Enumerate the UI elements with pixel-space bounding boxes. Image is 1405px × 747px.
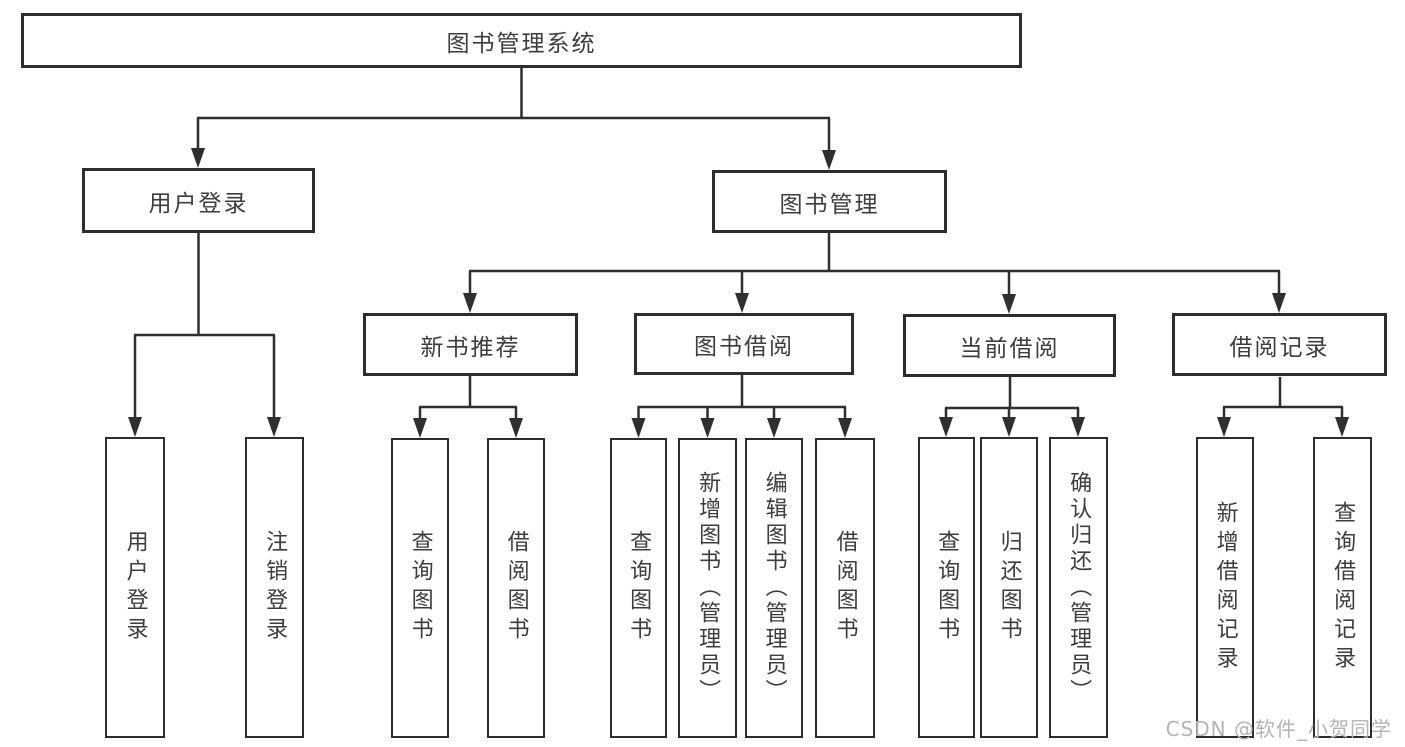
leaf-query-books-1-label: 查询图书 <box>407 530 433 646</box>
leaf-borrow-books-1: 借阅图书 <box>487 438 545 738</box>
leaf-query-borrow-record-label: 查询借阅记录 <box>1330 500 1356 675</box>
leaf-query-books-2: 查询图书 <box>610 438 667 738</box>
node-book-management: 图书管理 <box>712 170 947 233</box>
leaf-logout: 注销登录 <box>245 437 304 738</box>
leaf-edit-book-admin-label: 编辑图书（管理员） <box>761 471 787 705</box>
edges-new-book-rec-to-leaves <box>413 376 523 438</box>
leaf-query-books-1: 查询图书 <box>391 438 449 738</box>
leaf-user-login: 用户登录 <box>105 437 165 738</box>
leaf-borrow-books-1-label: 借阅图书 <box>503 530 529 646</box>
edges-book-borrow-to-leaves <box>631 375 852 438</box>
node-book-borrow: 图书借阅 <box>634 313 854 375</box>
leaf-confirm-return-admin: 确认归还（管理员） <box>1049 437 1108 738</box>
node-new-book-recommend: 新书推荐 <box>363 313 578 376</box>
leaf-return-book: 归还图书 <box>980 437 1038 738</box>
leaf-add-book-admin-label: 新增图书（管理员） <box>695 471 721 705</box>
edges-root-to-level2 <box>191 68 836 170</box>
leaf-logout-label: 注销登录 <box>262 529 288 646</box>
leaf-return-book-label: 归还图书 <box>996 529 1022 646</box>
csdn-watermark: CSDN @软件_小贺同学 <box>1165 717 1392 741</box>
leaf-query-books-3: 查询图书 <box>918 437 975 738</box>
leaf-add-book-admin: 新增图书（管理员） <box>678 438 737 738</box>
leaf-borrow-books-2: 借阅图书 <box>815 438 875 738</box>
leaf-confirm-return-admin-label: 确认归还（管理员） <box>1066 470 1092 705</box>
leaf-borrow-books-2-label: 借阅图书 <box>832 530 858 646</box>
node-current-borrow: 当前借阅 <box>903 314 1116 377</box>
edges-book-mgmt-to-level3 <box>463 233 1286 314</box>
edges-user-login-to-leaves <box>128 233 281 437</box>
edges-current-borrow-to-leaves <box>939 377 1085 437</box>
node-user-login: 用户登录 <box>82 168 315 233</box>
leaf-query-borrow-record: 查询借阅记录 <box>1313 437 1372 738</box>
leaf-user-login-label: 用户登录 <box>122 529 148 646</box>
leaf-edit-book-admin: 编辑图书（管理员） <box>745 438 803 738</box>
leaf-query-books-3-label: 查询图书 <box>934 529 960 646</box>
leaf-add-borrow-record: 新增借阅记录 <box>1196 437 1254 738</box>
node-borrow-records: 借阅记录 <box>1172 313 1387 376</box>
leaf-add-borrow-record-label: 新增借阅记录 <box>1212 500 1238 675</box>
edges-borrow-records-to-leaves <box>1217 377 1349 437</box>
leaf-query-books-2-label: 查询图书 <box>626 530 652 646</box>
node-root-library-system: 图书管理系统 <box>21 13 1022 68</box>
